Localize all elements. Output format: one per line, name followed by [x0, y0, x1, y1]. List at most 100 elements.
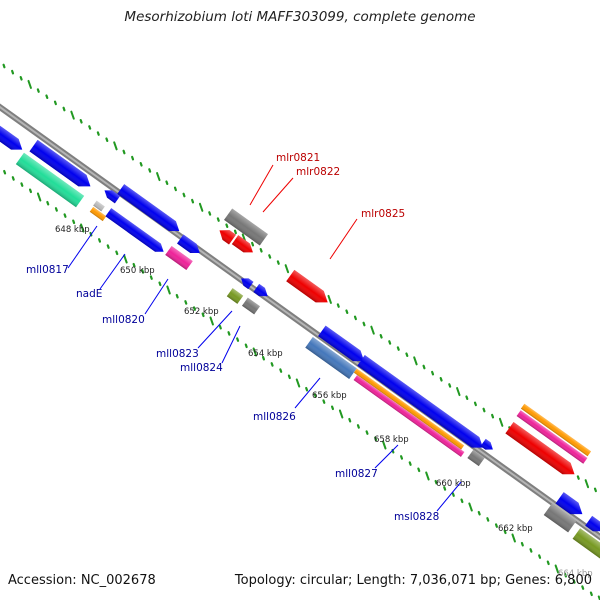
gene-arrow-red[interactable]	[505, 422, 578, 480]
minor-tick	[276, 260, 280, 265]
accession-text: Accession: NC_002678	[8, 573, 156, 588]
gene-arrow-gray[interactable]	[93, 200, 105, 212]
gene-arrow-pink[interactable]	[516, 410, 588, 464]
gene-arrow-gray[interactable]	[543, 503, 577, 533]
minor-tick	[3, 169, 7, 175]
minor-tick	[173, 186, 177, 192]
gene-arrow-orange[interactable]	[353, 368, 465, 450]
gene-label-mll0820[interactable]: mll0820	[102, 314, 145, 326]
gene-arrow-red[interactable]	[286, 269, 332, 308]
minor-tick	[131, 155, 135, 161]
major-tick	[498, 417, 504, 427]
minor-tick	[11, 69, 15, 75]
gene-label-mlr0825[interactable]: mlr0825	[361, 208, 405, 220]
gene-arrow-gray[interactable]	[241, 297, 261, 315]
minor-tick	[227, 331, 231, 336]
minor-tick	[259, 247, 263, 253]
gene-arrow-pink[interactable]	[165, 245, 193, 271]
gene-arrow-blue[interactable]	[117, 184, 183, 236]
gene-arrow-blue[interactable]	[555, 492, 587, 520]
minor-tick	[19, 75, 23, 81]
kbp-label: 662 kbp	[498, 524, 533, 534]
gene-arrow-pink[interactable]	[353, 375, 465, 457]
genome-summary-text: Topology: circular; Length: 7,036,071 bp…	[234, 573, 592, 588]
gene-arrow-blue[interactable]	[585, 515, 600, 536]
minor-tick	[46, 200, 50, 206]
minor-tick	[345, 309, 349, 315]
gene-arrow-red[interactable]	[231, 235, 256, 257]
gene-arrow-blue[interactable]	[357, 355, 487, 453]
inner-tick-track	[3, 169, 600, 600]
gene-arrow-blue[interactable]	[29, 139, 94, 192]
gene-label-mll0824[interactable]: mll0824	[180, 362, 223, 374]
gene-arrow-orange[interactable]	[89, 206, 107, 222]
minor-tick	[279, 368, 283, 373]
major-tick	[252, 347, 258, 357]
minor-tick	[486, 517, 490, 522]
minor-tick	[417, 467, 421, 473]
gene-arrow-gray[interactable]	[224, 208, 268, 246]
kbp-label-partial: 664 kbp	[558, 569, 593, 579]
minor-tick	[28, 188, 33, 194]
minor-tick	[448, 383, 452, 388]
minor-tick	[365, 430, 369, 435]
minor-tick	[451, 492, 455, 497]
minor-tick	[62, 106, 66, 112]
gene-label-msl0828[interactable]: msl0828	[394, 511, 439, 523]
gene-label-nade[interactable]: nadE	[76, 288, 102, 300]
minor-tick	[182, 192, 186, 198]
minor-tick	[105, 137, 109, 143]
gene-arrow-olive[interactable]	[226, 288, 244, 304]
minor-tick	[63, 213, 67, 218]
gene-arrow-blue[interactable]	[318, 325, 368, 367]
major-tick	[295, 378, 301, 388]
callout-line-msl0828	[436, 481, 462, 512]
gene-arrow-green[interactable]	[15, 152, 85, 208]
minor-tick	[460, 498, 464, 504]
gene-label-mll0823[interactable]: mll0823	[156, 348, 199, 360]
gene-arrow-red[interactable]	[216, 225, 236, 245]
gene-arrow-blue[interactable]	[0, 121, 26, 155]
minor-tick	[139, 161, 143, 167]
gene-label-mlr0821[interactable]: mlr0821	[276, 152, 320, 164]
gene-arrow-olive[interactable]	[572, 528, 600, 560]
major-tick	[468, 502, 473, 512]
gene-label-mll0827[interactable]: mll0827	[335, 468, 378, 480]
gene-arrow-blue[interactable]	[105, 208, 166, 256]
minor-tick	[465, 395, 469, 401]
minor-tick	[53, 100, 57, 106]
minor-tick	[473, 401, 477, 407]
gene-label-mll0817[interactable]: mll0817	[26, 264, 69, 276]
minor-tick	[396, 346, 400, 351]
gene-arrow-orange[interactable]	[520, 403, 592, 457]
minor-tick	[268, 254, 272, 259]
gene-arrow-blue[interactable]	[253, 283, 270, 300]
major-tick	[70, 110, 75, 120]
major-tick	[511, 533, 516, 543]
minor-tick	[122, 149, 126, 155]
minor-tick	[244, 343, 248, 349]
major-tick	[327, 294, 332, 304]
minor-tick	[141, 269, 145, 274]
minor-tick	[216, 217, 220, 222]
minor-tick	[482, 407, 486, 413]
kbp-label: 654 kbp	[248, 349, 283, 359]
gene-label-mll0826[interactable]: mll0826	[253, 411, 296, 423]
callout-line-mlr0821	[249, 164, 274, 206]
major-tick	[284, 264, 290, 274]
minor-tick	[356, 424, 360, 429]
gene-arrow-blue[interactable]	[480, 438, 496, 453]
major-tick	[166, 285, 171, 295]
gene-arrow-gray[interactable]	[467, 449, 485, 467]
minor-tick	[72, 219, 76, 225]
gene-arrow-steel[interactable]	[305, 336, 357, 380]
gene-label-mlr0822[interactable]: mlr0822	[296, 166, 340, 178]
gene-arrow-blue[interactable]	[239, 275, 254, 290]
gene-arrow-blue[interactable]	[177, 234, 203, 258]
gene-features	[0, 121, 600, 560]
minor-tick	[192, 306, 196, 311]
major-tick	[584, 479, 590, 489]
callout-line-mll0820	[144, 278, 169, 315]
gene-arrow-blue[interactable]	[102, 187, 121, 204]
